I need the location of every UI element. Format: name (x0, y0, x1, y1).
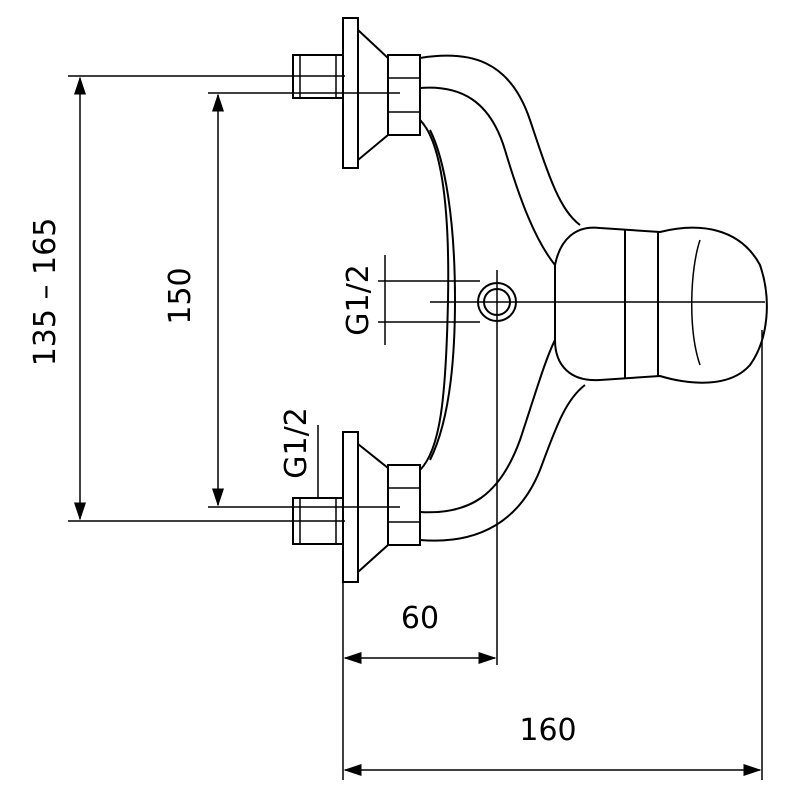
dimension-depth-center: 60 (342, 582, 497, 780)
dim-label-inlet-spacing: 150 (163, 267, 198, 324)
dim-label-thread-center: G1/2 (341, 264, 376, 336)
dim-label-total-depth: 160 (519, 713, 576, 748)
dim-label-depth-center: 60 (401, 601, 439, 636)
dimension-total-depth: 160 (343, 330, 763, 780)
dimension-thread-center: G1/2 (341, 255, 480, 345)
top-wall-connector (292, 17, 421, 169)
faucet-body (419, 54, 768, 542)
dim-label-thread-bottom: G1/2 (279, 407, 314, 479)
dim-label-overall-height: 135 – 165 (28, 218, 63, 367)
dimension-overall-height: 135 – 165 (28, 75, 345, 522)
dimension-inlet-spacing: 150 (163, 92, 400, 508)
center-outlet (430, 270, 765, 665)
dimension-thread-bottom: G1/2 (279, 407, 319, 498)
